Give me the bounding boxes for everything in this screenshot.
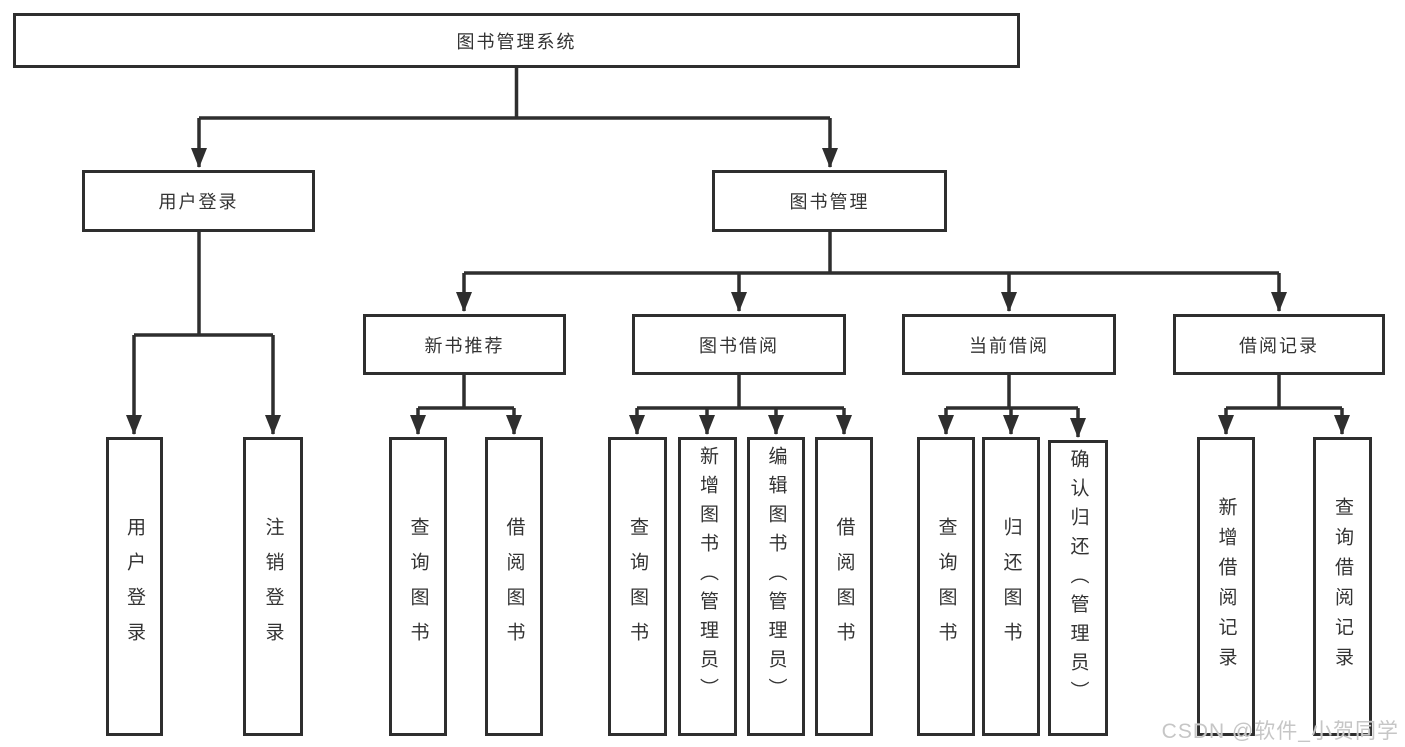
node-new-book-recommend: 新书推荐 — [363, 314, 566, 375]
leaf-query-books: 查询图书 — [608, 437, 667, 736]
leaf-label: 归还图书 — [1000, 516, 1022, 657]
node-book-management: 图书管理 — [712, 170, 947, 232]
leaf-label: 查询图书 — [407, 516, 429, 657]
leaf-label: 编辑图书（管理员） — [765, 446, 787, 707]
node-current-borrow: 当前借阅 — [902, 314, 1116, 375]
leaf-label: 注销登录 — [262, 516, 284, 657]
leaf-logout: 注销登录 — [243, 437, 303, 736]
node-book-borrow: 图书借阅 — [632, 314, 846, 375]
node-label: 用户登录 — [158, 192, 239, 212]
leaf-borrow-book: 借阅图书 — [485, 437, 543, 736]
node-label: 图书管理 — [789, 192, 870, 212]
leaf-edit-book-admin: 编辑图书（管理员） — [747, 437, 805, 736]
node-library-management-system: 图书管理系统 — [13, 13, 1020, 68]
node-borrow-records: 借阅记录 — [1173, 314, 1385, 375]
leaf-query-borrow-record: 查询借阅记录 — [1313, 437, 1372, 736]
node-label: 借阅记录 — [1239, 335, 1319, 356]
leaf-user-login: 用户登录 — [106, 437, 163, 736]
leaf-query-books: 查询图书 — [389, 437, 447, 736]
node-label: 新书推荐 — [424, 335, 505, 356]
node-label: 图书管理系统 — [456, 31, 577, 52]
leaf-label: 查询图书 — [627, 516, 648, 657]
leaf-query-books: 查询图书 — [917, 437, 975, 736]
leaf-label: 查询图书 — [935, 516, 957, 657]
leaf-borrow-book: 借阅图书 — [815, 437, 873, 736]
leaf-label: 借阅图书 — [503, 516, 525, 657]
leaf-label: 查询借阅记录 — [1332, 496, 1353, 677]
leaf-add-borrow-record: 新增借阅记录 — [1197, 437, 1255, 736]
leaf-label: 用户登录 — [124, 516, 145, 657]
leaf-return-book: 归还图书 — [982, 437, 1040, 736]
node-user-login: 用户登录 — [82, 170, 315, 232]
node-label: 当前借阅 — [969, 335, 1049, 356]
leaf-confirm-return-admin: 确认归还（管理员） — [1048, 440, 1108, 736]
leaf-label: 新增图书（管理员） — [697, 446, 718, 707]
leaf-label: 新增借阅记录 — [1215, 496, 1237, 677]
node-label: 图书借阅 — [699, 335, 779, 356]
leaf-label: 借阅图书 — [833, 516, 855, 657]
leaf-add-book-admin: 新增图书（管理员） — [678, 437, 737, 736]
csdn-watermark: CSDN @软件_小贺同学 — [1161, 720, 1399, 743]
leaf-label: 确认归还（管理员） — [1067, 449, 1089, 710]
